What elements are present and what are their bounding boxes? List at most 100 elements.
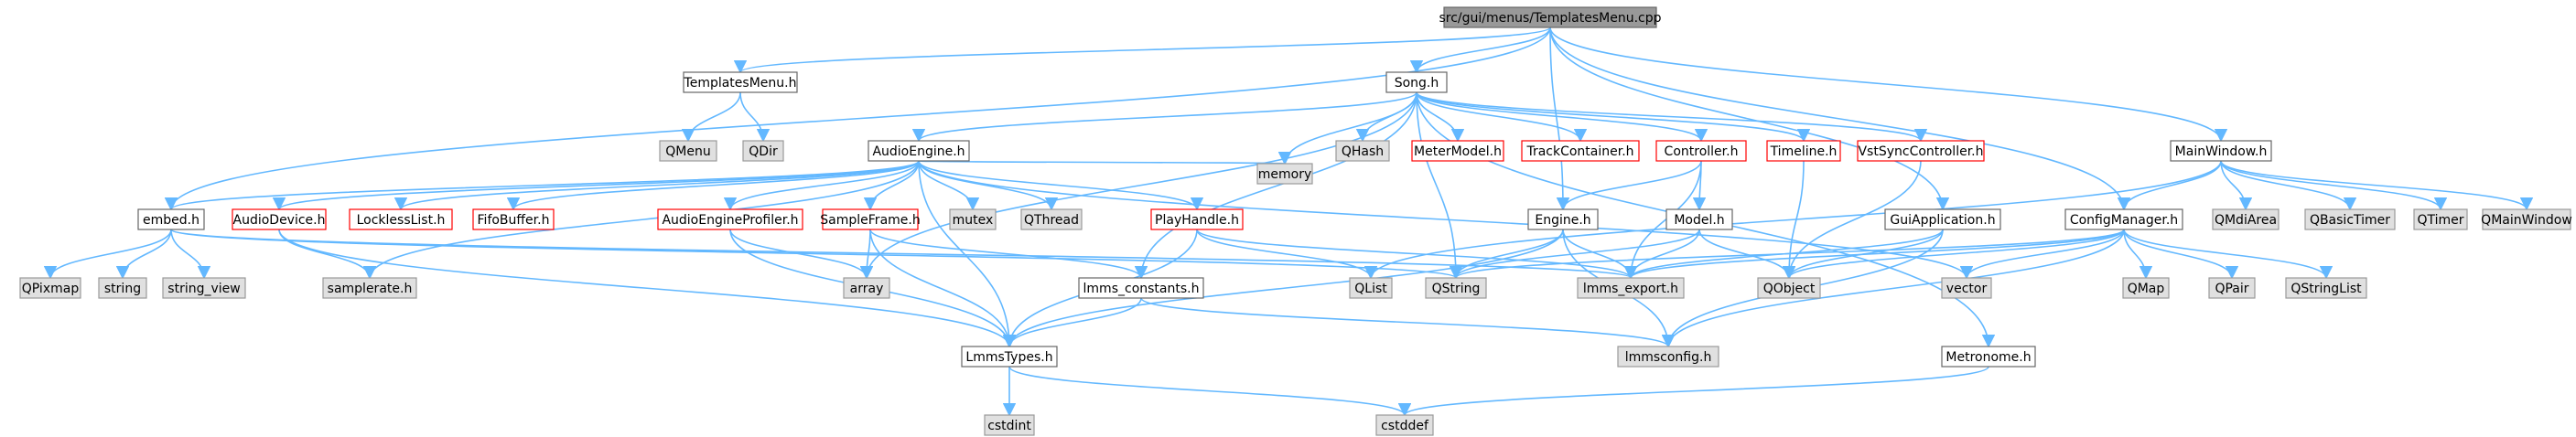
- node-box[interactable]: [1443, 6, 1657, 28]
- node-box[interactable]: [1941, 277, 1992, 299]
- node-string[interactable]: string: [98, 277, 147, 299]
- node-box[interactable]: [1766, 140, 1841, 162]
- node-box[interactable]: [322, 277, 417, 299]
- node-qthread[interactable]: QThread: [1020, 208, 1083, 230]
- node-mainwindow_h[interactable]: MainWindow.h: [2170, 140, 2272, 162]
- node-sampleframe_h[interactable]: SampleFrame.h: [820, 208, 921, 230]
- node-box[interactable]: [349, 208, 453, 230]
- node-engine_h[interactable]: Engine.h: [1527, 208, 1599, 230]
- node-lmms_export_h[interactable]: lmms_export.h: [1577, 277, 1685, 299]
- node-box[interactable]: [683, 71, 798, 93]
- node-box[interactable]: [961, 346, 1058, 368]
- node-locklesslist_h[interactable]: LocklessList.h: [349, 208, 453, 230]
- node-box[interactable]: [2122, 277, 2170, 299]
- node-qmap[interactable]: QMap: [2122, 277, 2170, 299]
- node-qmainwindow[interactable]: QMainWindow: [2481, 208, 2572, 230]
- node-vector[interactable]: vector: [1941, 277, 1992, 299]
- node-qlist[interactable]: QList: [1349, 277, 1393, 299]
- node-array[interactable]: array: [843, 277, 890, 299]
- node-samplerate_h[interactable]: samplerate.h: [322, 277, 417, 299]
- node-box[interactable]: [98, 277, 147, 299]
- node-box[interactable]: [2304, 208, 2396, 230]
- node-box[interactable]: [1857, 140, 1985, 162]
- node-qhash[interactable]: QHash: [1335, 140, 1390, 162]
- node-qmdiarea[interactable]: QMdiArea: [2212, 208, 2280, 230]
- node-qbasictimer[interactable]: QBasicTimer: [2304, 208, 2396, 230]
- node-box[interactable]: [742, 140, 784, 162]
- node-box[interactable]: [2212, 208, 2280, 230]
- node-qpixmap[interactable]: QPixmap: [19, 277, 81, 299]
- node-box[interactable]: [2064, 208, 2183, 230]
- node-cstddef[interactable]: cstddef: [1375, 414, 1434, 436]
- node-box[interactable]: [949, 208, 997, 230]
- node-box[interactable]: [1665, 208, 1733, 230]
- node-box[interactable]: [1617, 346, 1719, 368]
- node-fifobuffer_h[interactable]: FifoBuffer.h: [472, 208, 555, 230]
- node-mutex[interactable]: mutex: [949, 208, 997, 230]
- node-box[interactable]: [1020, 208, 1083, 230]
- node-playhandle_h[interactable]: PlayHandle.h: [1150, 208, 1244, 230]
- node-box[interactable]: [659, 140, 717, 162]
- node-qtimer[interactable]: QTimer: [2413, 208, 2468, 230]
- node-box[interactable]: [1349, 277, 1393, 299]
- node-box[interactable]: [2170, 140, 2272, 162]
- node-box[interactable]: [1385, 71, 1448, 93]
- node-box[interactable]: [1577, 277, 1685, 299]
- node-root[interactable]: src/gui/menus/TemplatesMenu.cpp: [1439, 6, 1662, 28]
- node-qstring[interactable]: QString: [1425, 277, 1487, 299]
- node-metronome_h[interactable]: Metronome.h: [1941, 346, 2036, 368]
- node-aeprofiler_h[interactable]: AudioEngineProfiler.h: [657, 208, 803, 230]
- node-box[interactable]: [822, 208, 919, 230]
- node-box[interactable]: [472, 208, 555, 230]
- node-metermodel_h[interactable]: MeterModel.h: [1411, 140, 1504, 162]
- node-box[interactable]: [1425, 277, 1487, 299]
- node-box[interactable]: [1335, 140, 1390, 162]
- node-string_view[interactable]: string_view: [162, 277, 246, 299]
- node-audioengine_h[interactable]: AudioEngine.h: [868, 140, 970, 162]
- node-memory[interactable]: memory: [1256, 163, 1313, 185]
- node-box[interactable]: [1655, 140, 1747, 162]
- node-box[interactable]: [843, 277, 890, 299]
- node-configmgr_h[interactable]: ConfigManager.h: [2064, 208, 2183, 230]
- node-model_h[interactable]: Model.h: [1665, 208, 1733, 230]
- node-box[interactable]: [1375, 414, 1434, 436]
- node-qobject[interactable]: QObject: [1757, 277, 1821, 299]
- node-vstsync_h[interactable]: VstSyncController.h: [1857, 140, 1985, 162]
- node-box[interactable]: [232, 208, 327, 230]
- node-lmmstypes_h[interactable]: LmmsTypes.h: [961, 346, 1058, 368]
- node-box[interactable]: [1411, 140, 1504, 162]
- node-controller_h[interactable]: Controller.h: [1655, 140, 1747, 162]
- node-audiodevice_h[interactable]: AudioDevice.h: [232, 208, 327, 230]
- node-box[interactable]: [2482, 208, 2571, 230]
- node-song_h[interactable]: Song.h: [1385, 71, 1448, 93]
- node-box[interactable]: [1941, 346, 2036, 368]
- node-box[interactable]: [984, 414, 1035, 436]
- node-embed_h[interactable]: embed.h: [137, 208, 205, 230]
- node-qpair[interactable]: QPair: [2208, 277, 2256, 299]
- node-qstringlist[interactable]: QStringList: [2285, 277, 2367, 299]
- node-qmenu[interactable]: QMenu: [659, 140, 717, 162]
- node-lmmsconfig_h[interactable]: lmmsconfig.h: [1617, 346, 1719, 368]
- node-box[interactable]: [137, 208, 205, 230]
- node-qdir[interactable]: QDir: [742, 140, 784, 162]
- node-trackcontainer_h[interactable]: TrackContainer.h: [1521, 140, 1640, 162]
- node-timeline_h[interactable]: Timeline.h: [1766, 140, 1841, 162]
- node-guiapp_h[interactable]: GuiApplication.h: [1884, 208, 2001, 230]
- node-cstdint[interactable]: cstdint: [984, 414, 1035, 436]
- node-box[interactable]: [1884, 208, 2001, 230]
- node-box[interactable]: [1521, 140, 1640, 162]
- node-box[interactable]: [1757, 277, 1821, 299]
- node-box[interactable]: [2208, 277, 2256, 299]
- node-box[interactable]: [1527, 208, 1599, 230]
- node-box[interactable]: [1256, 163, 1313, 185]
- node-box[interactable]: [19, 277, 81, 299]
- node-box[interactable]: [2413, 208, 2468, 230]
- node-box[interactable]: [162, 277, 246, 299]
- node-box[interactable]: [1150, 208, 1244, 230]
- node-lmms_constants_h[interactable]: lmms_constants.h: [1078, 277, 1204, 299]
- node-box[interactable]: [2285, 277, 2367, 299]
- node-box[interactable]: [657, 208, 803, 230]
- node-box[interactable]: [1078, 277, 1204, 299]
- node-templatesmenu_h[interactable]: TemplatesMenu.h: [683, 71, 798, 93]
- node-box[interactable]: [868, 140, 970, 162]
